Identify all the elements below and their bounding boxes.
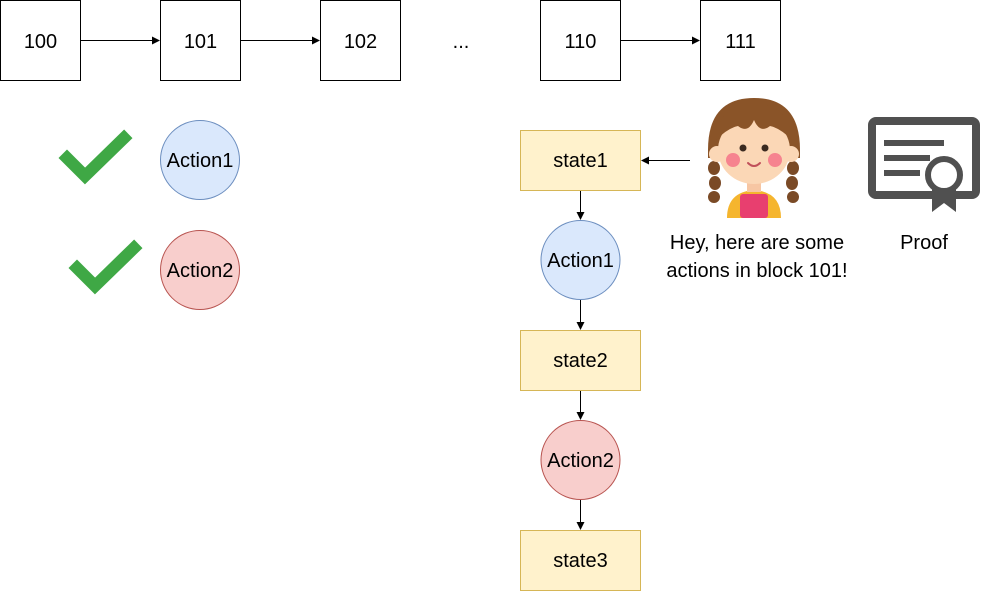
verified-actions: Action1 Action2 (58, 120, 240, 310)
certificate-icon (868, 117, 980, 212)
blockchain-row: 100 101 102 ... 110 111 (0, 0, 781, 81)
exec-action1-node[interactable]: Action1 (540, 220, 621, 300)
execution-chain: state1 Action1 state2 Action2 state3 (520, 130, 641, 591)
verified-action2-label: Action2 (167, 260, 234, 282)
check-icon (68, 239, 143, 295)
state1-node[interactable]: state1 (520, 130, 641, 191)
exec-action1-label: Action1 (547, 250, 614, 272)
speech-line-2: actions in block 101! (666, 260, 848, 282)
block-110[interactable]: 110 (540, 0, 621, 81)
state2-label: state2 (553, 350, 607, 372)
block-102[interactable]: 102 (320, 0, 401, 81)
state2-node[interactable]: state2 (520, 330, 641, 391)
block-100[interactable]: 100 (0, 0, 81, 81)
state3-node[interactable]: state3 (520, 530, 641, 591)
verified-action2-node[interactable]: Action2 (160, 230, 240, 310)
proof-label: Proof (900, 232, 948, 254)
state1-label: state1 (553, 150, 607, 172)
block-101-label: 101 (184, 31, 217, 53)
verified-action1-label: Action1 (167, 150, 234, 172)
block-102-label: 102 (344, 31, 377, 53)
verified-action1-node[interactable]: Action1 (160, 120, 240, 200)
block-100-label: 100 (24, 31, 57, 53)
block-110-label: 110 (565, 31, 597, 53)
exec-action2-node[interactable]: Action2 (540, 420, 621, 500)
girl-avatar-icon (708, 98, 800, 218)
speech-caption: Hey, here are some actions in block 101! (638, 229, 876, 285)
check-icon (58, 129, 133, 185)
speech-line-1: Hey, here are some (669, 232, 845, 254)
block-111[interactable]: 111 (700, 0, 781, 81)
block-111-label: 111 (725, 31, 755, 53)
block-101[interactable]: 101 (160, 0, 241, 81)
exec-action2-label: Action2 (547, 450, 614, 472)
state3-label: state3 (553, 550, 607, 572)
blocks-ellipsis: ... (453, 31, 470, 53)
